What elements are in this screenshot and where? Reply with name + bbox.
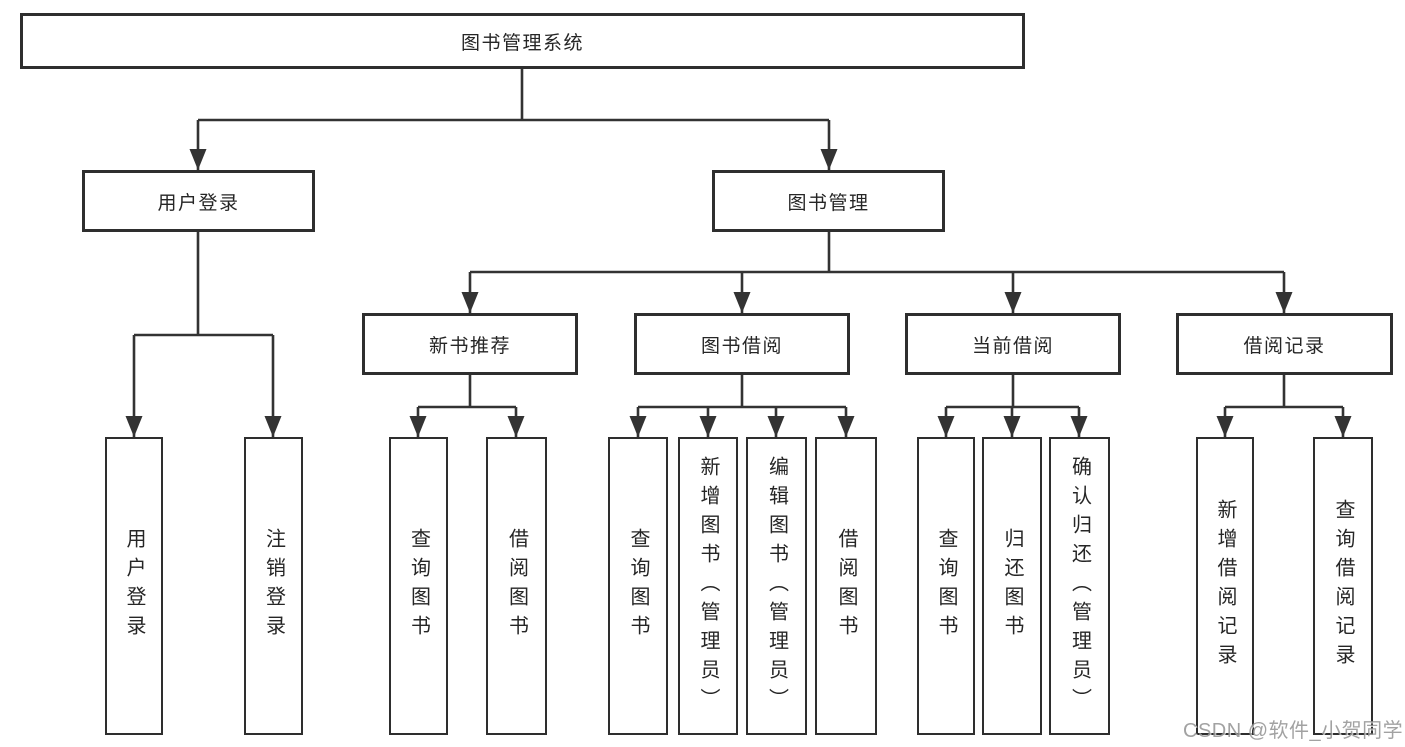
leaf-nbr-query-books: 查询图书	[389, 437, 448, 735]
leaf-bb-query-books: 查询图书	[608, 437, 668, 735]
leaf-bb-add-book-admin: 新增图书（管理员）	[678, 437, 738, 735]
node-current-borrowing: 当前借阅	[905, 313, 1121, 375]
leaf-logout: 注销登录	[244, 437, 303, 735]
leaf-bb-borrow-books: 借阅图书	[815, 437, 877, 735]
connector-newbookrec-stem	[418, 375, 516, 409]
node-label: 借阅图书	[835, 528, 857, 644]
leaf-user-login: 用户登录	[105, 437, 163, 735]
node-borrowing-records: 借阅记录	[1176, 313, 1393, 375]
node-label: 编辑图书（管理员）	[765, 455, 788, 717]
leaf-br-add-record: 新增借阅记录	[1196, 437, 1254, 735]
leaf-cb-confirm-return-admin: 确认归还（管理员）	[1049, 437, 1110, 735]
node-root: 图书管理系统	[20, 13, 1025, 69]
node-label: 借阅图书	[505, 528, 528, 644]
node-new-book-recommend: 新书推荐	[362, 313, 578, 375]
node-label: 归还图书	[1001, 528, 1023, 644]
leaf-nbr-borrow-books: 借阅图书	[486, 437, 547, 735]
leaf-bb-edit-book-admin: 编辑图书（管理员）	[746, 437, 807, 735]
node-label: 注销登录	[262, 528, 285, 644]
node-label: 新增借阅记录	[1214, 499, 1236, 673]
connector-bookmgmt-stem	[470, 232, 1284, 274]
node-label: 借阅记录	[1243, 335, 1326, 357]
connector-currentborrow-stem	[946, 375, 1079, 409]
node-label: 确认归还（管理员）	[1068, 455, 1091, 717]
leaf-cb-return-books: 归还图书	[982, 437, 1042, 735]
node-label: 图书管理系统	[460, 32, 584, 54]
node-label: 查询图书	[935, 528, 957, 644]
connector-bookborrow-stem	[638, 375, 846, 409]
node-label: 新增图书（管理员）	[697, 455, 719, 717]
node-label: 查询借阅记录	[1332, 499, 1354, 673]
node-label: 查询图书	[407, 528, 430, 644]
node-user-login: 用户登录	[82, 170, 315, 232]
leaf-cb-query-books: 查询图书	[917, 437, 975, 735]
node-label: 用户登录	[123, 528, 145, 644]
node-label: 用户登录	[157, 192, 240, 214]
connector-root-stem	[198, 69, 829, 122]
node-label: 图书管理	[787, 192, 870, 214]
node-label: 新书推荐	[428, 335, 511, 357]
connector-userlogin-stem	[134, 232, 273, 337]
leaf-br-query-record: 查询借阅记录	[1313, 437, 1373, 735]
node-label: 图书借阅	[700, 335, 783, 357]
csdn-watermark: CSDN @软件_小贺同学	[1183, 720, 1404, 742]
node-book-management: 图书管理	[712, 170, 945, 232]
node-label: 当前借阅	[971, 335, 1054, 357]
node-label: 查询图书	[627, 528, 649, 644]
connector-borrowrecord-stem	[1225, 375, 1343, 409]
node-book-borrowing: 图书借阅	[634, 313, 850, 375]
